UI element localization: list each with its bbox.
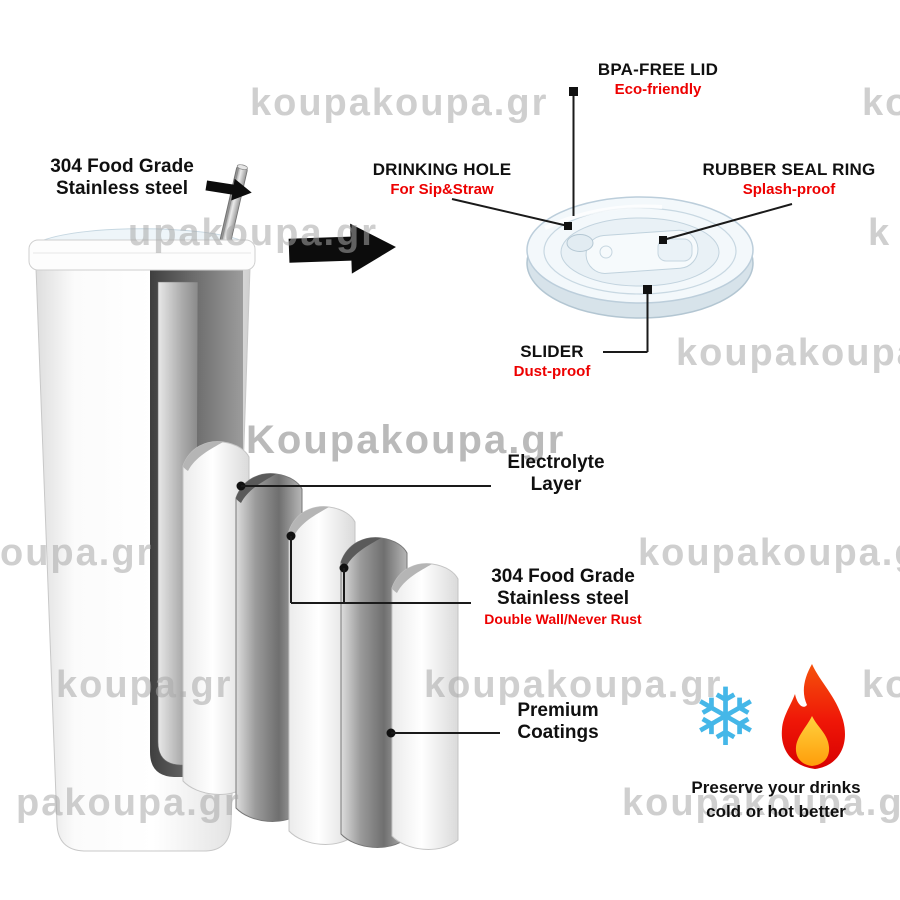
electrolyte-line2: Layer [530, 474, 582, 495]
bpa-lid-subtitle: Eco-friendly [614, 81, 702, 98]
callout-slider: SLIDER Dust-proof [504, 341, 600, 381]
lid-slider-knob [657, 238, 693, 262]
coatings-line2: Coatings [517, 722, 599, 743]
slider-title: SLIDER [520, 342, 584, 361]
rubber-seal-title: RUBBER SEAL RING [702, 160, 876, 179]
straw-pointer-arrow-icon [205, 178, 252, 201]
callout-drinking-hole: DRINKING HOLE For Sip&Straw [364, 159, 520, 199]
straw-material-line2: Stainless steel [55, 178, 189, 199]
rubber-seal-subtitle: Splash-proof [742, 181, 836, 198]
snowflake-icon: ❄ [692, 673, 760, 762]
footer-line2: cold or hot better [706, 802, 846, 821]
callout-electrolyte: Electrolyte Layer [494, 452, 618, 496]
wall-layers [182, 441, 459, 850]
bpa-lid-title: BPA-FREE LID [597, 60, 719, 79]
callout-straw-material: 304 Food Grade Stainless steel [36, 156, 208, 200]
double-wall-line2: Stainless steel [496, 588, 630, 609]
lid-top-view [526, 196, 754, 319]
coatings-line1: Premium [517, 700, 599, 721]
straw-material-line1: 304 Food Grade [50, 156, 194, 177]
footer-note: Preserve your drinks cold or hot better [664, 776, 888, 824]
callout-lines [236, 87, 793, 738]
drinking-hole-title: DRINKING HOLE [372, 160, 512, 179]
callout-bpa-lid: BPA-FREE LID Eco-friendly [590, 59, 726, 99]
arrow-right-icon [288, 223, 396, 274]
electrolyte-line1: Electrolyte [507, 452, 605, 473]
callout-coatings: Premium Coatings [500, 700, 616, 744]
slider-subtitle: Dust-proof [513, 363, 591, 380]
callout-double-wall: 304 Food Grade Stainless steel Double Wa… [468, 566, 658, 628]
flame-icon [781, 664, 845, 769]
double-wall-line1: 304 Food Grade [491, 566, 635, 587]
footer-line1: Preserve your drinks [691, 778, 861, 797]
lid-drinking-hole [566, 234, 594, 252]
layer-coating [391, 563, 459, 850]
drinking-hole-subtitle: For Sip&Straw [390, 181, 494, 198]
callout-rubber-seal: RUBBER SEAL RING Splash-proof [694, 159, 884, 199]
tumbler-rim [28, 239, 256, 271]
double-wall-subtitle: Double Wall/Never Rust [484, 611, 642, 627]
